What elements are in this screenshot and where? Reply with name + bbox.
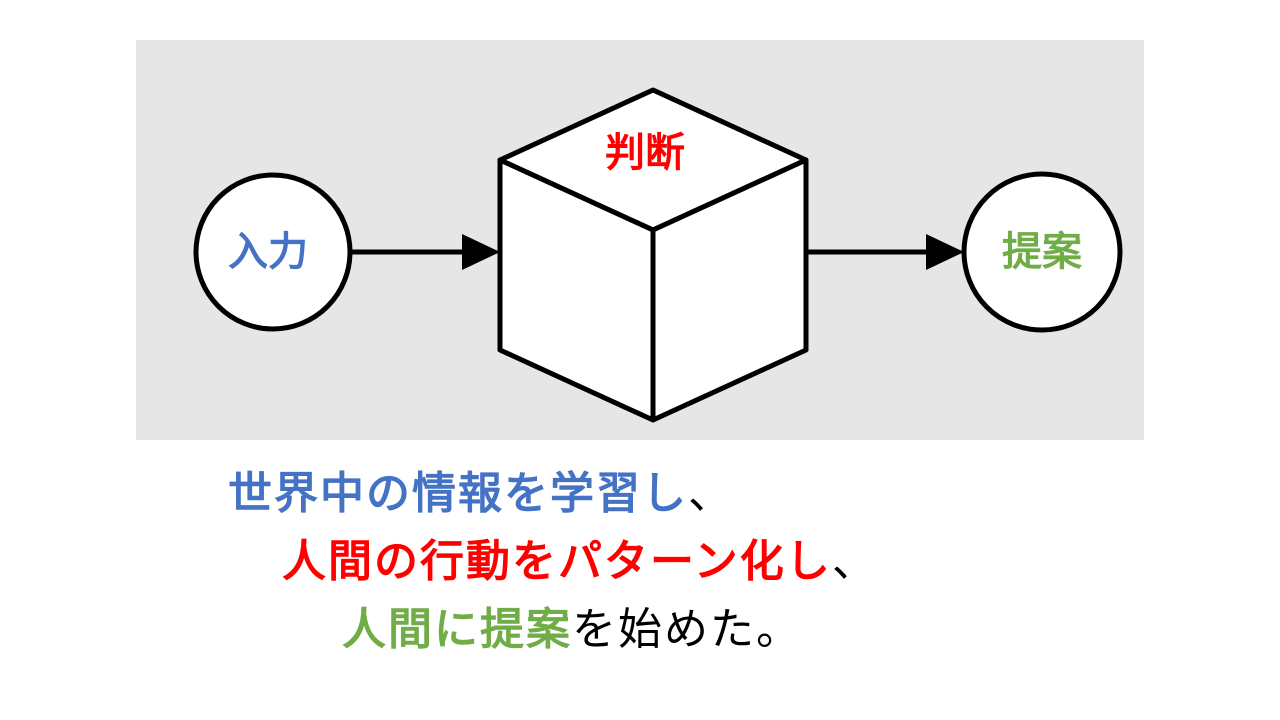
judgment-label: 判断 [605,130,685,176]
cube-right-face [650,157,809,423]
caption-line-2: 人間の行動をパターン化し、 [282,534,878,590]
caption-line-1-main: 世界中の情報を学習し [228,468,688,519]
caption-line-1: 世界中の情報を学習し、 [228,466,734,522]
caption-line-2-main: 人間の行動をパターン化し [282,536,832,587]
caption-line-3-rest: を始めた。 [572,604,802,655]
arrowhead-input-to-judgment [462,234,500,270]
output-node-circle [961,171,1123,333]
input-node-label: 入力 [228,229,308,275]
arrowhead-judgment-to-output [926,234,964,270]
output-node-label: 提案 [1002,229,1083,275]
input-node-circle [193,172,353,332]
caption-line-1-comma: 、 [688,468,734,519]
caption-line-2-comma: 、 [831,536,878,587]
caption-line-3: 人間に提案を始めた。 [342,602,802,658]
caption-line-3-main: 人間に提案 [342,604,572,655]
judgment-cube [497,87,809,423]
